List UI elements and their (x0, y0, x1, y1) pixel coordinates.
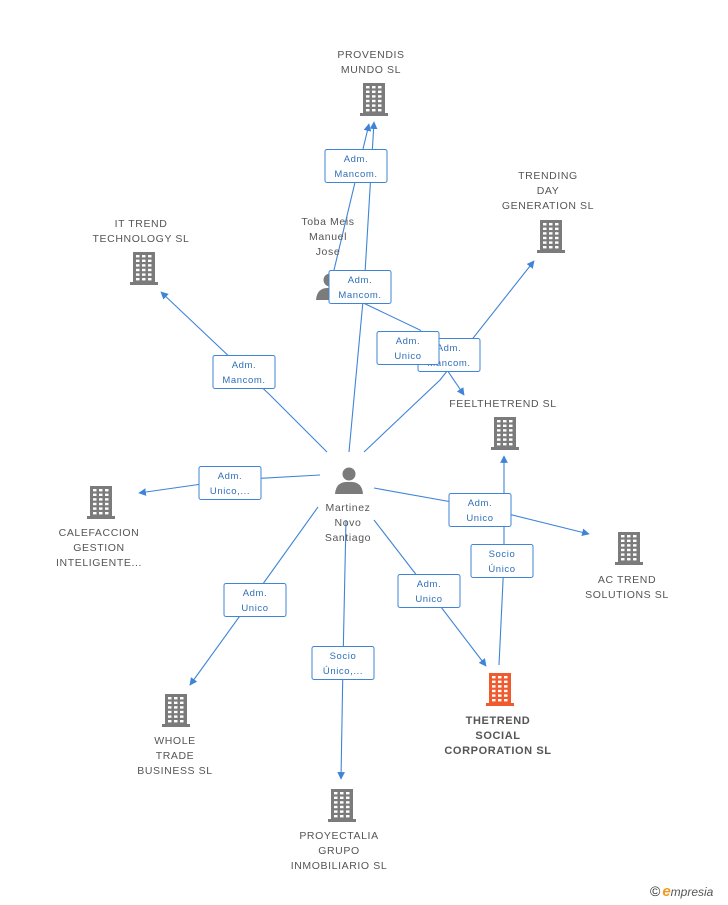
edge-label-box (311, 646, 375, 680)
node-label: GRUPO (318, 845, 360, 857)
edge-label-martinez-thetrend[interactable]: Adm. Unico (397, 574, 461, 608)
edge-label-martinez-provendis[interactable]: Adm. Mancom. (328, 270, 392, 304)
building-icon (328, 789, 356, 822)
node-label: GENERATION SL (502, 200, 594, 212)
node-label: TRADE (156, 750, 195, 762)
node-thetrend[interactable]: THETREND SOCIAL CORPORATION SL (444, 673, 551, 757)
node-label: PROYECTALIA (299, 830, 378, 842)
edge-label-martinez-calefaccion[interactable]: Adm. Unico,... (198, 466, 262, 500)
node-label: DAY (537, 185, 560, 197)
edge-label-box (376, 331, 440, 365)
edge-label-text: Adm. (417, 579, 442, 590)
empresia-logo-initial: e (662, 883, 671, 900)
node-label: AC TREND (598, 574, 656, 586)
node-proyectalia[interactable]: PROYECTALIA GRUPO INMOBILIARIO SL (291, 789, 388, 872)
node-whole[interactable]: WHOLE TRADE BUSINESS SL (137, 694, 212, 777)
node-provendis[interactable]: PROVENDIS MUNDO SL (337, 49, 404, 116)
edge-label-box (212, 355, 276, 389)
node-trending[interactable]: TRENDING DAY GENERATION SL (502, 170, 594, 253)
node-label: SOCIAL (475, 730, 520, 742)
edge-label-martinez-proyectalia[interactable]: SocioÚnico,... (311, 646, 375, 680)
node-label: Santiago (325, 532, 371, 544)
node-label: SOLUTIONS SL (585, 589, 669, 601)
edge-label-martinez-ittrend[interactable]: Adm. Mancom. (212, 355, 276, 389)
node-label: MUNDO SL (341, 64, 401, 76)
node-label: CORPORATION SL (444, 745, 551, 757)
node-feelthetrend[interactable]: FEELTHETREND SL (449, 398, 556, 450)
node-ittrend[interactable]: IT TREND TECHNOLOGY SL (93, 218, 190, 285)
edge-label-text: Adm. (468, 498, 493, 509)
building-icon (130, 252, 158, 285)
node-label: TECHNOLOGY SL (93, 233, 190, 245)
edge-label-box (448, 493, 512, 527)
edge-label-text: Unico (394, 351, 421, 362)
edge-label-text: Adm. (396, 336, 421, 347)
edge-label-martinez-actrend[interactable]: Adm. Unico (448, 493, 512, 527)
edge-label-text: Mancom. (334, 169, 377, 180)
edge-toba-provendis (333, 123, 372, 271)
node-label: TRENDING (518, 170, 578, 182)
edge-label-text: Adm. (243, 588, 268, 599)
edge-label-text: Único (488, 564, 515, 575)
edge-label-box (328, 270, 392, 304)
edge-label-text: Socio (330, 651, 357, 662)
empresia-brand: ©empresia (650, 883, 713, 900)
node-label: INTELIGENTE... (56, 557, 142, 569)
building-icon (87, 486, 115, 519)
building-icon (162, 694, 190, 727)
edge-label-box (397, 574, 461, 608)
node-calefaccion[interactable]: CALEFACCION GESTION INTELIGENTE... (56, 486, 142, 569)
edge-label-toba-provendis[interactable]: Adm. Mancom. (324, 149, 388, 183)
node-label: Jose (316, 246, 341, 258)
node-label: WHOLE (154, 735, 196, 747)
node-label: PROVENDIS (337, 49, 404, 61)
node-label: CALEFACCION (59, 527, 140, 539)
edge-label-text: Mancom. (222, 375, 265, 386)
node-label: GESTION (73, 542, 124, 554)
edge-label-text: Socio (489, 549, 516, 560)
edge-label-box (223, 583, 287, 617)
node-label: Martinez (325, 502, 370, 514)
building-icon (615, 532, 643, 565)
edge-label-text: Adm. (348, 275, 373, 286)
edge-label-text: Adm. (232, 360, 257, 371)
edge-label-box (198, 466, 262, 500)
edge-label-text: Unico (466, 513, 493, 524)
building-icon (491, 417, 519, 450)
edge-label-box (470, 544, 534, 578)
empresia-logo-text: mpresia (670, 885, 714, 899)
node-label: Toba Meis (301, 216, 354, 228)
building-icon (537, 220, 565, 253)
node-label: Manuel (309, 231, 347, 243)
edge-label-toba-feelthetrend[interactable]: Adm. Unico (376, 331, 440, 365)
edge-label-text: Adm. (344, 154, 369, 165)
edge-label-text: Mancom. (338, 290, 381, 301)
highlighted-building-icon (486, 673, 514, 706)
edge-label-text: Mancom. (427, 358, 470, 369)
copyright-icon: © (650, 883, 661, 899)
person-icon (335, 467, 363, 494)
node-label: FEELTHETREND SL (449, 398, 556, 410)
edge-label-box (324, 149, 388, 183)
edge-martinez-ittrend (160, 291, 328, 453)
building-icon (360, 83, 388, 116)
node-actrend[interactable]: AC TREND SOLUTIONS SL (585, 532, 669, 601)
node-label: BUSINESS SL (137, 765, 212, 777)
node-label: IT TREND (115, 218, 168, 230)
node-label: Novo (335, 517, 362, 529)
edge-label-martinez-whole[interactable]: Adm. Unico (223, 583, 287, 617)
node-label: THETREND (466, 715, 531, 727)
edge-label-text: Unico,... (210, 486, 250, 497)
edge-label-text: Unico (415, 594, 442, 605)
edge-toba-feelthetrend (356, 299, 465, 396)
edge-label-text: Unico (241, 603, 268, 614)
edge-label-text: Adm. (218, 471, 243, 482)
edge-label-text: Adm. (437, 343, 462, 354)
edge-label-text: Único,... (323, 666, 363, 677)
node-label: INMOBILIARIO SL (291, 860, 388, 872)
edge-martinez-trending (363, 260, 535, 453)
